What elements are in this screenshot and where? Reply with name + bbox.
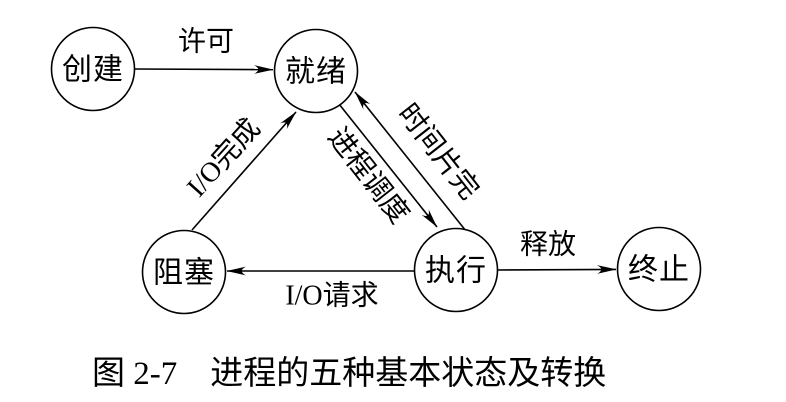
arrow-release-running-to-terminated [496,265,617,274]
state-node-running [413,227,499,313]
transition-label-timeslice-expired: 时间片完 [391,98,485,206]
state-node-ready [273,28,359,114]
transition-label-io-complete: I/O完成 [181,112,267,203]
arrow-io-complete-blocked-to-ready [191,111,297,231]
state-node-terminated [616,226,702,312]
state-node-create [50,26,136,112]
transition-label-dispatch: 进程调度 [321,122,415,230]
transition-label-release: 释放 [520,229,576,261]
state-label-create: 创建 [62,54,124,87]
state-label-blocked: 阻塞 [153,257,215,290]
arrow-admit-create-to-ready [133,65,274,74]
state-node-blocked [141,229,227,315]
figure-caption: 图 2-7 进程的五种基本状态及转换 [92,355,606,392]
state-label-running: 执行 [425,255,487,288]
arrow-dispatch-ready-to-running [338,103,438,228]
state-label-terminated: 终止 [628,254,690,287]
transition-label-admit: 许可 [178,26,234,58]
state-label-ready: 就绪 [285,56,347,89]
arrow-timeslice-running-to-ready [354,91,467,232]
transition-label-io-request: I/O请求 [285,280,378,312]
